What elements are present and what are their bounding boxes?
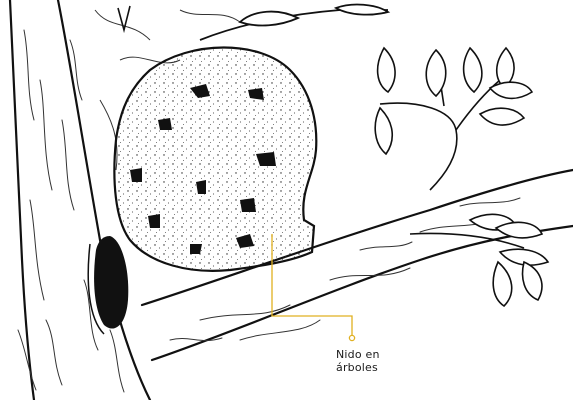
nest-callout-label: Nido en árboles xyxy=(336,348,380,374)
termite-nest xyxy=(114,48,316,271)
leaf xyxy=(375,48,532,154)
leaf xyxy=(470,214,548,306)
tree-hollow xyxy=(88,236,128,334)
callout-line-1: Nido en xyxy=(336,348,380,361)
callout-line-2: árboles xyxy=(336,361,380,374)
upper-twig xyxy=(118,5,388,40)
